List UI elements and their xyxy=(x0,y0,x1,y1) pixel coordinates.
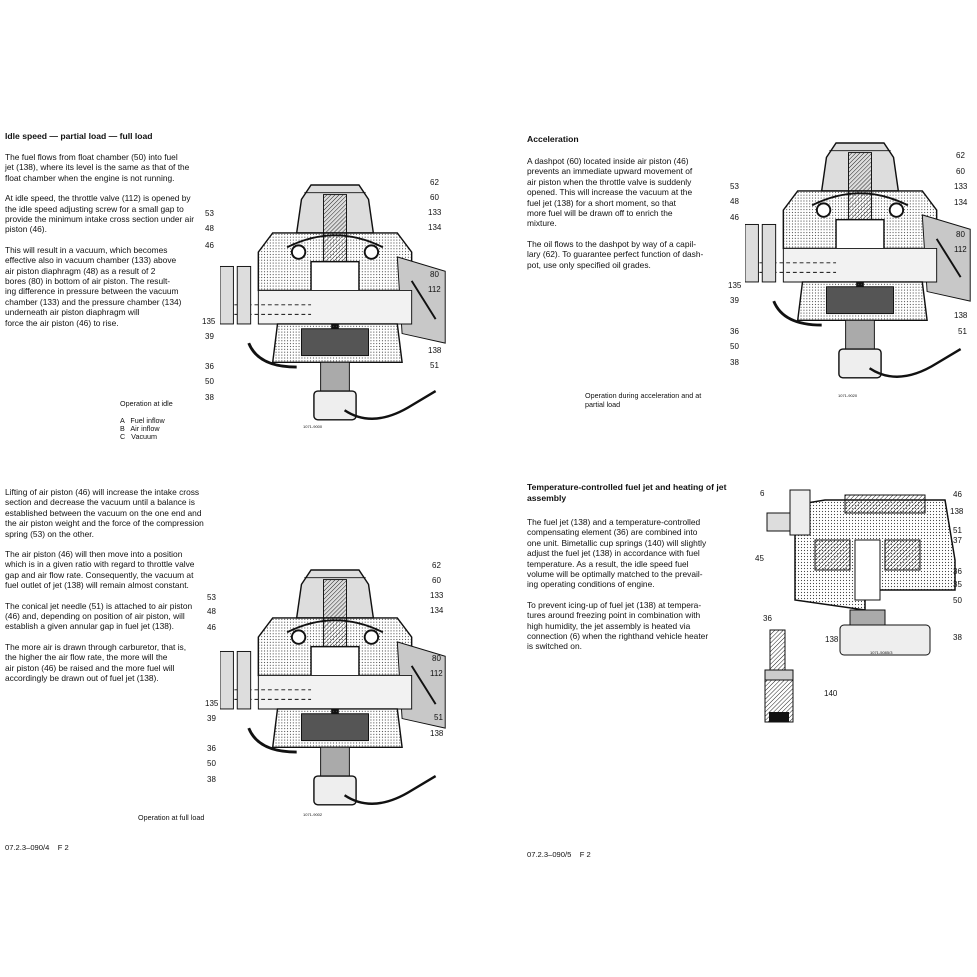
callout-label: 135 xyxy=(205,699,219,708)
section-heading-idle: Idle speed — partial load — full load xyxy=(5,131,153,141)
callout-label: 46 xyxy=(730,213,739,222)
figure-code: 1071-9020 xyxy=(838,393,858,398)
callout-label: 134 xyxy=(428,223,442,232)
callout-label: 51 xyxy=(434,713,443,722)
callout-label: 50 xyxy=(730,342,739,351)
callout-label: 140 xyxy=(824,689,838,698)
figure-caption-fullload: Operation at full load xyxy=(138,813,205,822)
callout-label: 60 xyxy=(956,167,965,176)
section-heading-jet: Temperature-controlled fuel jet and heat… xyxy=(527,482,727,503)
callout-label: 133 xyxy=(428,208,442,217)
paragraph: The conical jet needle (51) is attached … xyxy=(5,600,193,632)
jet-assembly-diagram xyxy=(764,489,956,723)
callout-label: 80 xyxy=(432,654,441,663)
callout-label: 38 xyxy=(207,775,216,784)
legend-item: B Air inflow xyxy=(120,423,160,433)
callout-label: 135 xyxy=(202,317,216,326)
legend-item: A Fuel inflow xyxy=(120,415,165,425)
callout-label: 50 xyxy=(207,759,216,768)
callout-label: 138 xyxy=(825,635,839,644)
callout-label: 36 xyxy=(205,362,214,371)
callout-label: 112 xyxy=(954,245,967,254)
callout-label: 80 xyxy=(956,230,965,239)
callout-label: 133 xyxy=(430,591,444,600)
text-block-airpiston: Lifting of air piston (46) will increase… xyxy=(5,487,217,684)
callout-label: 46 xyxy=(953,490,962,499)
callout-label: 138 xyxy=(954,311,968,320)
carburetor-diagram-fullload xyxy=(220,568,447,807)
carburetor-diagram-idle xyxy=(220,183,447,422)
carburetor-diagram-acceleration xyxy=(745,141,972,380)
paragraph: Lifting of air piston (46) will increase… xyxy=(5,487,204,539)
callout-label: 46 xyxy=(207,623,216,632)
callout-label: 50 xyxy=(953,596,962,605)
figure-caption-acceleration: Operation during acceleration and at par… xyxy=(585,391,702,409)
paragraph: A dashpot (60) located inside air piston… xyxy=(527,156,693,229)
callout-label: 38 xyxy=(205,393,214,402)
figure-code: 1071-9002 xyxy=(303,812,323,817)
callout-label: 36 xyxy=(207,744,216,753)
callout-label: 133 xyxy=(954,182,968,191)
callout-label: 138 xyxy=(430,729,444,738)
callout-label: 48 xyxy=(207,607,216,616)
callout-label: 112 xyxy=(428,285,441,294)
callout-label: 37 xyxy=(953,536,962,545)
callout-label: 60 xyxy=(430,193,439,202)
callout-label: 134 xyxy=(954,198,968,207)
callout-label: 46 xyxy=(205,241,214,250)
callout-label: 80 xyxy=(430,270,439,279)
callout-label: 53 xyxy=(207,593,216,602)
callout-label: 48 xyxy=(730,197,739,206)
callout-label: 38 xyxy=(730,358,739,367)
callout-label: 51 xyxy=(953,526,962,535)
callout-label: 51 xyxy=(958,327,967,336)
callout-label: 38 xyxy=(953,633,962,642)
callout-label: 53 xyxy=(730,182,739,191)
callout-label: 51 xyxy=(430,361,439,370)
callout-label: 60 xyxy=(432,576,441,585)
callout-label: 39 xyxy=(207,714,216,723)
callout-label: 112 xyxy=(430,669,443,678)
figure-legend-idle: Operation at idle A Fuel inflow B Air in… xyxy=(120,399,173,441)
text-block-jet: The fuel jet (138) and a temperature-con… xyxy=(527,517,727,652)
callout-label: 45 xyxy=(755,554,764,563)
callout-label: 36 xyxy=(730,327,739,336)
callout-label: 62 xyxy=(956,151,965,160)
figure-caption: Operation at idle xyxy=(120,399,173,408)
paragraph: At idle speed, the throttle valve (112) … xyxy=(5,193,194,235)
paragraph: The more air is drawn through carburetor… xyxy=(5,641,187,684)
callout-label: 39 xyxy=(730,296,739,305)
callout-label: 62 xyxy=(430,178,439,187)
callout-label: 6 xyxy=(760,489,765,498)
paragraph: The fuel flows from float chamber (50) i… xyxy=(5,152,190,183)
callout-label: 39 xyxy=(205,332,214,341)
callout-label: 138 xyxy=(428,346,442,355)
section-heading-acceleration: Acceleration xyxy=(527,134,579,144)
callout-label: 36 xyxy=(953,567,962,576)
page-footer-right: 07.2.3–090/5 F 2 xyxy=(527,850,591,859)
callout-label: 35 xyxy=(953,580,962,589)
paragraph: This will result in a vacuum, which beco… xyxy=(5,244,182,328)
text-block-idle: The fuel flows from float chamber (50) i… xyxy=(5,152,205,328)
legend-item: C Vacuum xyxy=(120,431,158,441)
paragraph: To prevent icing-up of fuel jet (138) at… xyxy=(527,599,709,652)
callout-label: 53 xyxy=(205,209,214,218)
callout-label: 48 xyxy=(205,224,214,233)
callout-label: 62 xyxy=(432,561,441,570)
figure-code: 1071-9000 xyxy=(303,424,323,429)
text-block-acceleration: A dashpot (60) located inside air piston… xyxy=(527,156,727,270)
callout-label: 50 xyxy=(205,377,214,386)
paragraph: The air piston (46) will then move into … xyxy=(5,549,195,591)
page-footer-left: 07.2.3–090/4 F 2 xyxy=(5,843,69,852)
paragraph: The oil flows to the dashpot by way of a… xyxy=(527,238,704,270)
callout-label: 134 xyxy=(430,606,444,615)
callout-label: 138 xyxy=(950,507,964,516)
paragraph: The fuel jet (138) and a temperature-con… xyxy=(527,517,707,590)
callout-label: 135 xyxy=(728,281,742,290)
figure-code: 1071-5085/3 xyxy=(870,650,893,655)
callout-label: 36 xyxy=(763,614,772,623)
